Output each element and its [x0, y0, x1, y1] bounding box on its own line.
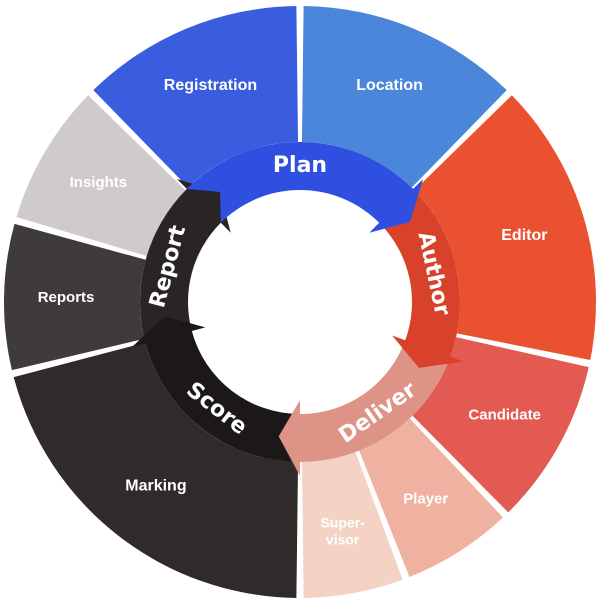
segment-label-location: Location [356, 77, 423, 94]
segment-player [359, 418, 504, 578]
segment-label-reports: Reports [38, 289, 95, 306]
stage-arrow-author [379, 188, 464, 368]
segment-label-editor: Editor [501, 227, 547, 244]
segment-supervisor [301, 452, 403, 598]
segment-editor [414, 95, 596, 361]
segment-reports [4, 223, 146, 371]
segment-marking [13, 342, 299, 598]
segment-registration [93, 6, 299, 188]
segment-label-supervisor: Super-visor [320, 514, 365, 547]
segment-insights [16, 95, 186, 257]
segment-label-marking: Marking [125, 478, 186, 495]
stage-arrow-deliver [278, 340, 451, 476]
stage-arrow-plan [186, 142, 424, 233]
segment-label-registration: Registration [164, 77, 257, 94]
segment-label-player: Player [403, 490, 448, 507]
segment-location [301, 6, 507, 188]
inner-ring [131, 142, 464, 476]
segment-candidate [412, 337, 589, 513]
outer-ring: Registration LocationEditorCandidatePlaye… [4, 6, 596, 598]
stage-arrow-report [140, 178, 231, 344]
stage-label-plan: Plan [273, 153, 327, 178]
segment-label-insights: Insights [70, 174, 128, 191]
stage-arrow-score [131, 316, 300, 462]
segment-label-candidate: Candidate [468, 406, 541, 423]
